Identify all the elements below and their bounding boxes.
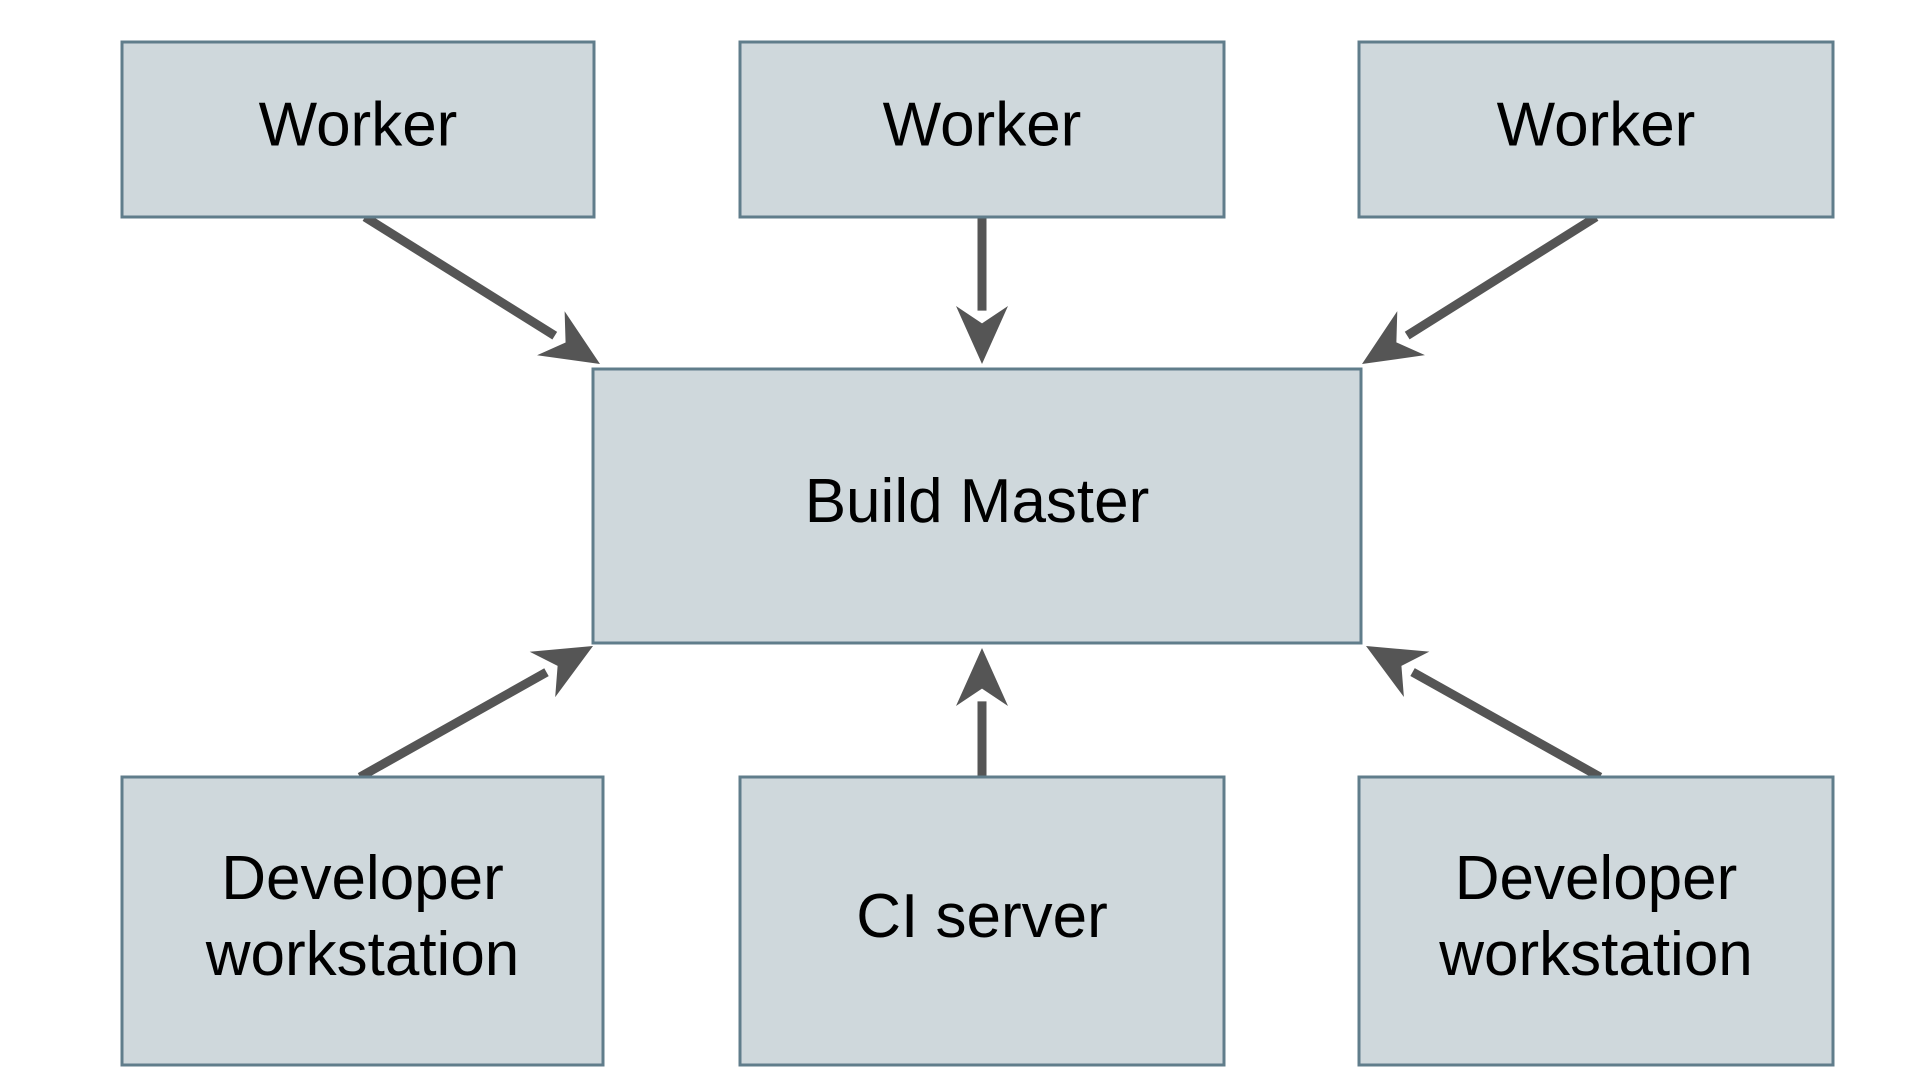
node-box[interactable] (1357, 40, 1835, 219)
edge-developer-workstation-right-to-build-master (1366, 646, 1603, 781)
node-label-line: Worker (1497, 91, 1696, 160)
node-box[interactable] (120, 775, 605, 1067)
node-developer-workstation-right[interactable]: Developer workstation (1357, 775, 1835, 1067)
node-label-line: Worker (259, 91, 458, 160)
node-worker-right[interactable]: Worker (1357, 40, 1835, 219)
edge-arrowhead (956, 306, 1008, 364)
node-label: Worker (883, 91, 1082, 160)
node-label: CI server (856, 882, 1107, 951)
edge-worker-left-to-build-master (362, 213, 600, 364)
edge-arrowhead (956, 648, 1008, 706)
node-box[interactable] (591, 367, 1363, 645)
node-worker-left[interactable]: Worker (120, 40, 596, 219)
node-label-line: workstation (205, 920, 520, 989)
node-label-line: Build Master (805, 467, 1150, 536)
node-box[interactable] (738, 40, 1226, 219)
node-box[interactable] (738, 775, 1226, 1067)
edge-arrowhead (1362, 311, 1425, 364)
node-label: Developer workstation (1438, 844, 1753, 989)
edge-shaft (357, 668, 549, 781)
node-label-line: workstation (1438, 920, 1753, 989)
node-label-line: CI server (856, 882, 1107, 951)
node-build-master[interactable]: Build Master (591, 367, 1363, 645)
edge-shaft (1410, 668, 1603, 781)
node-label-line: Developer (1455, 844, 1738, 913)
edge-shaft (1404, 213, 1599, 340)
node-label: Build Master (805, 467, 1150, 536)
node-worker-center[interactable]: Worker (738, 40, 1226, 219)
node-label-line: Developer (221, 844, 504, 913)
edges-layer (357, 213, 1603, 781)
node-box[interactable] (1357, 775, 1835, 1067)
node-ci-server[interactable]: CI server (738, 775, 1226, 1067)
edge-worker-right-to-build-master (1362, 213, 1599, 364)
node-developer-workstation-left[interactable]: Developer workstation (120, 775, 605, 1067)
edge-arrowhead (529, 646, 593, 698)
node-label-line: Worker (883, 91, 1082, 160)
edge-worker-center-to-build-master (956, 217, 1008, 364)
node-label: Developer workstation (205, 844, 520, 989)
edge-shaft (362, 213, 558, 340)
node-label: Worker (1497, 91, 1696, 160)
edge-arrowhead (1366, 646, 1430, 698)
edge-ci-server-to-build-master (956, 648, 1008, 777)
node-label: Worker (259, 91, 458, 160)
edge-arrowhead (537, 311, 600, 364)
node-box[interactable] (120, 40, 596, 219)
edge-developer-workstation-left-to-build-master (357, 646, 593, 781)
